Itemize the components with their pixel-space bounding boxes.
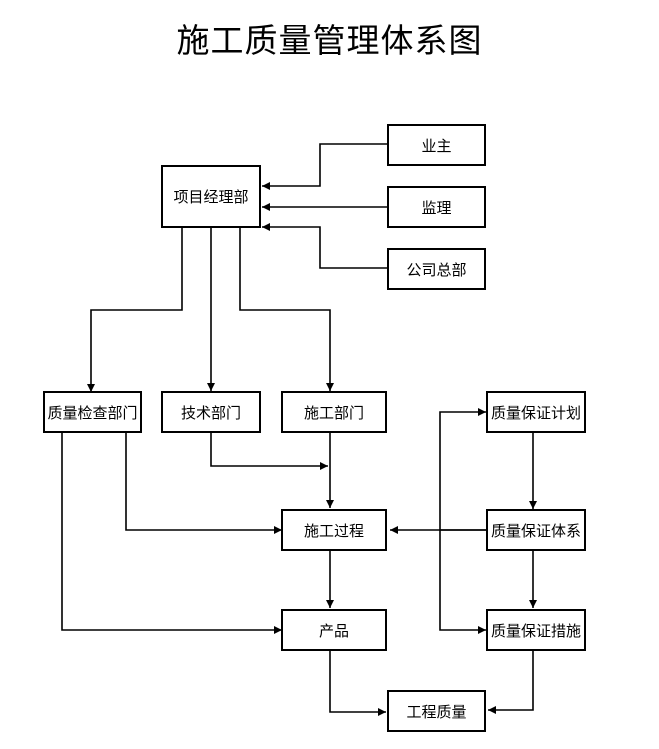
node-product: 产品 xyxy=(281,609,387,651)
page-title: 施工质量管理体系图 xyxy=(176,21,483,60)
node-qa-system: 质量保证体系 xyxy=(486,509,586,551)
node-engineering-quality: 工程质量 xyxy=(387,690,486,732)
node-tech-dept: 技术部门 xyxy=(161,391,261,433)
edge-product-quality xyxy=(329,650,386,716)
node-qa-measures: 质量保证措施 xyxy=(486,609,586,651)
edge-hq-pm xyxy=(262,223,388,269)
node-qa-plan: 质量保证计划 xyxy=(486,391,586,433)
node-pm-dept: 项目经理部 xyxy=(161,165,261,228)
edge-pm-construction xyxy=(239,228,334,391)
edge-qcheck-product xyxy=(61,432,282,634)
edge-qasystem-plan xyxy=(439,408,487,531)
edge-qasystem-measures xyxy=(439,530,486,634)
edge-pm-qcheck xyxy=(87,228,183,392)
node-construction-process: 施工过程 xyxy=(281,509,387,551)
node-supervision: 监理 xyxy=(387,186,486,228)
edge-measures-quality xyxy=(488,650,534,714)
node-company-hq: 公司总部 xyxy=(387,248,486,290)
node-owner: 业主 xyxy=(387,124,486,166)
edge-qcheck-process xyxy=(125,432,282,534)
node-construction-dept: 施工部门 xyxy=(281,391,387,433)
node-quality-check-dept: 质量检查部门 xyxy=(43,391,142,433)
edge-tech-process xyxy=(210,432,328,470)
edge-owner-pm xyxy=(262,143,388,190)
